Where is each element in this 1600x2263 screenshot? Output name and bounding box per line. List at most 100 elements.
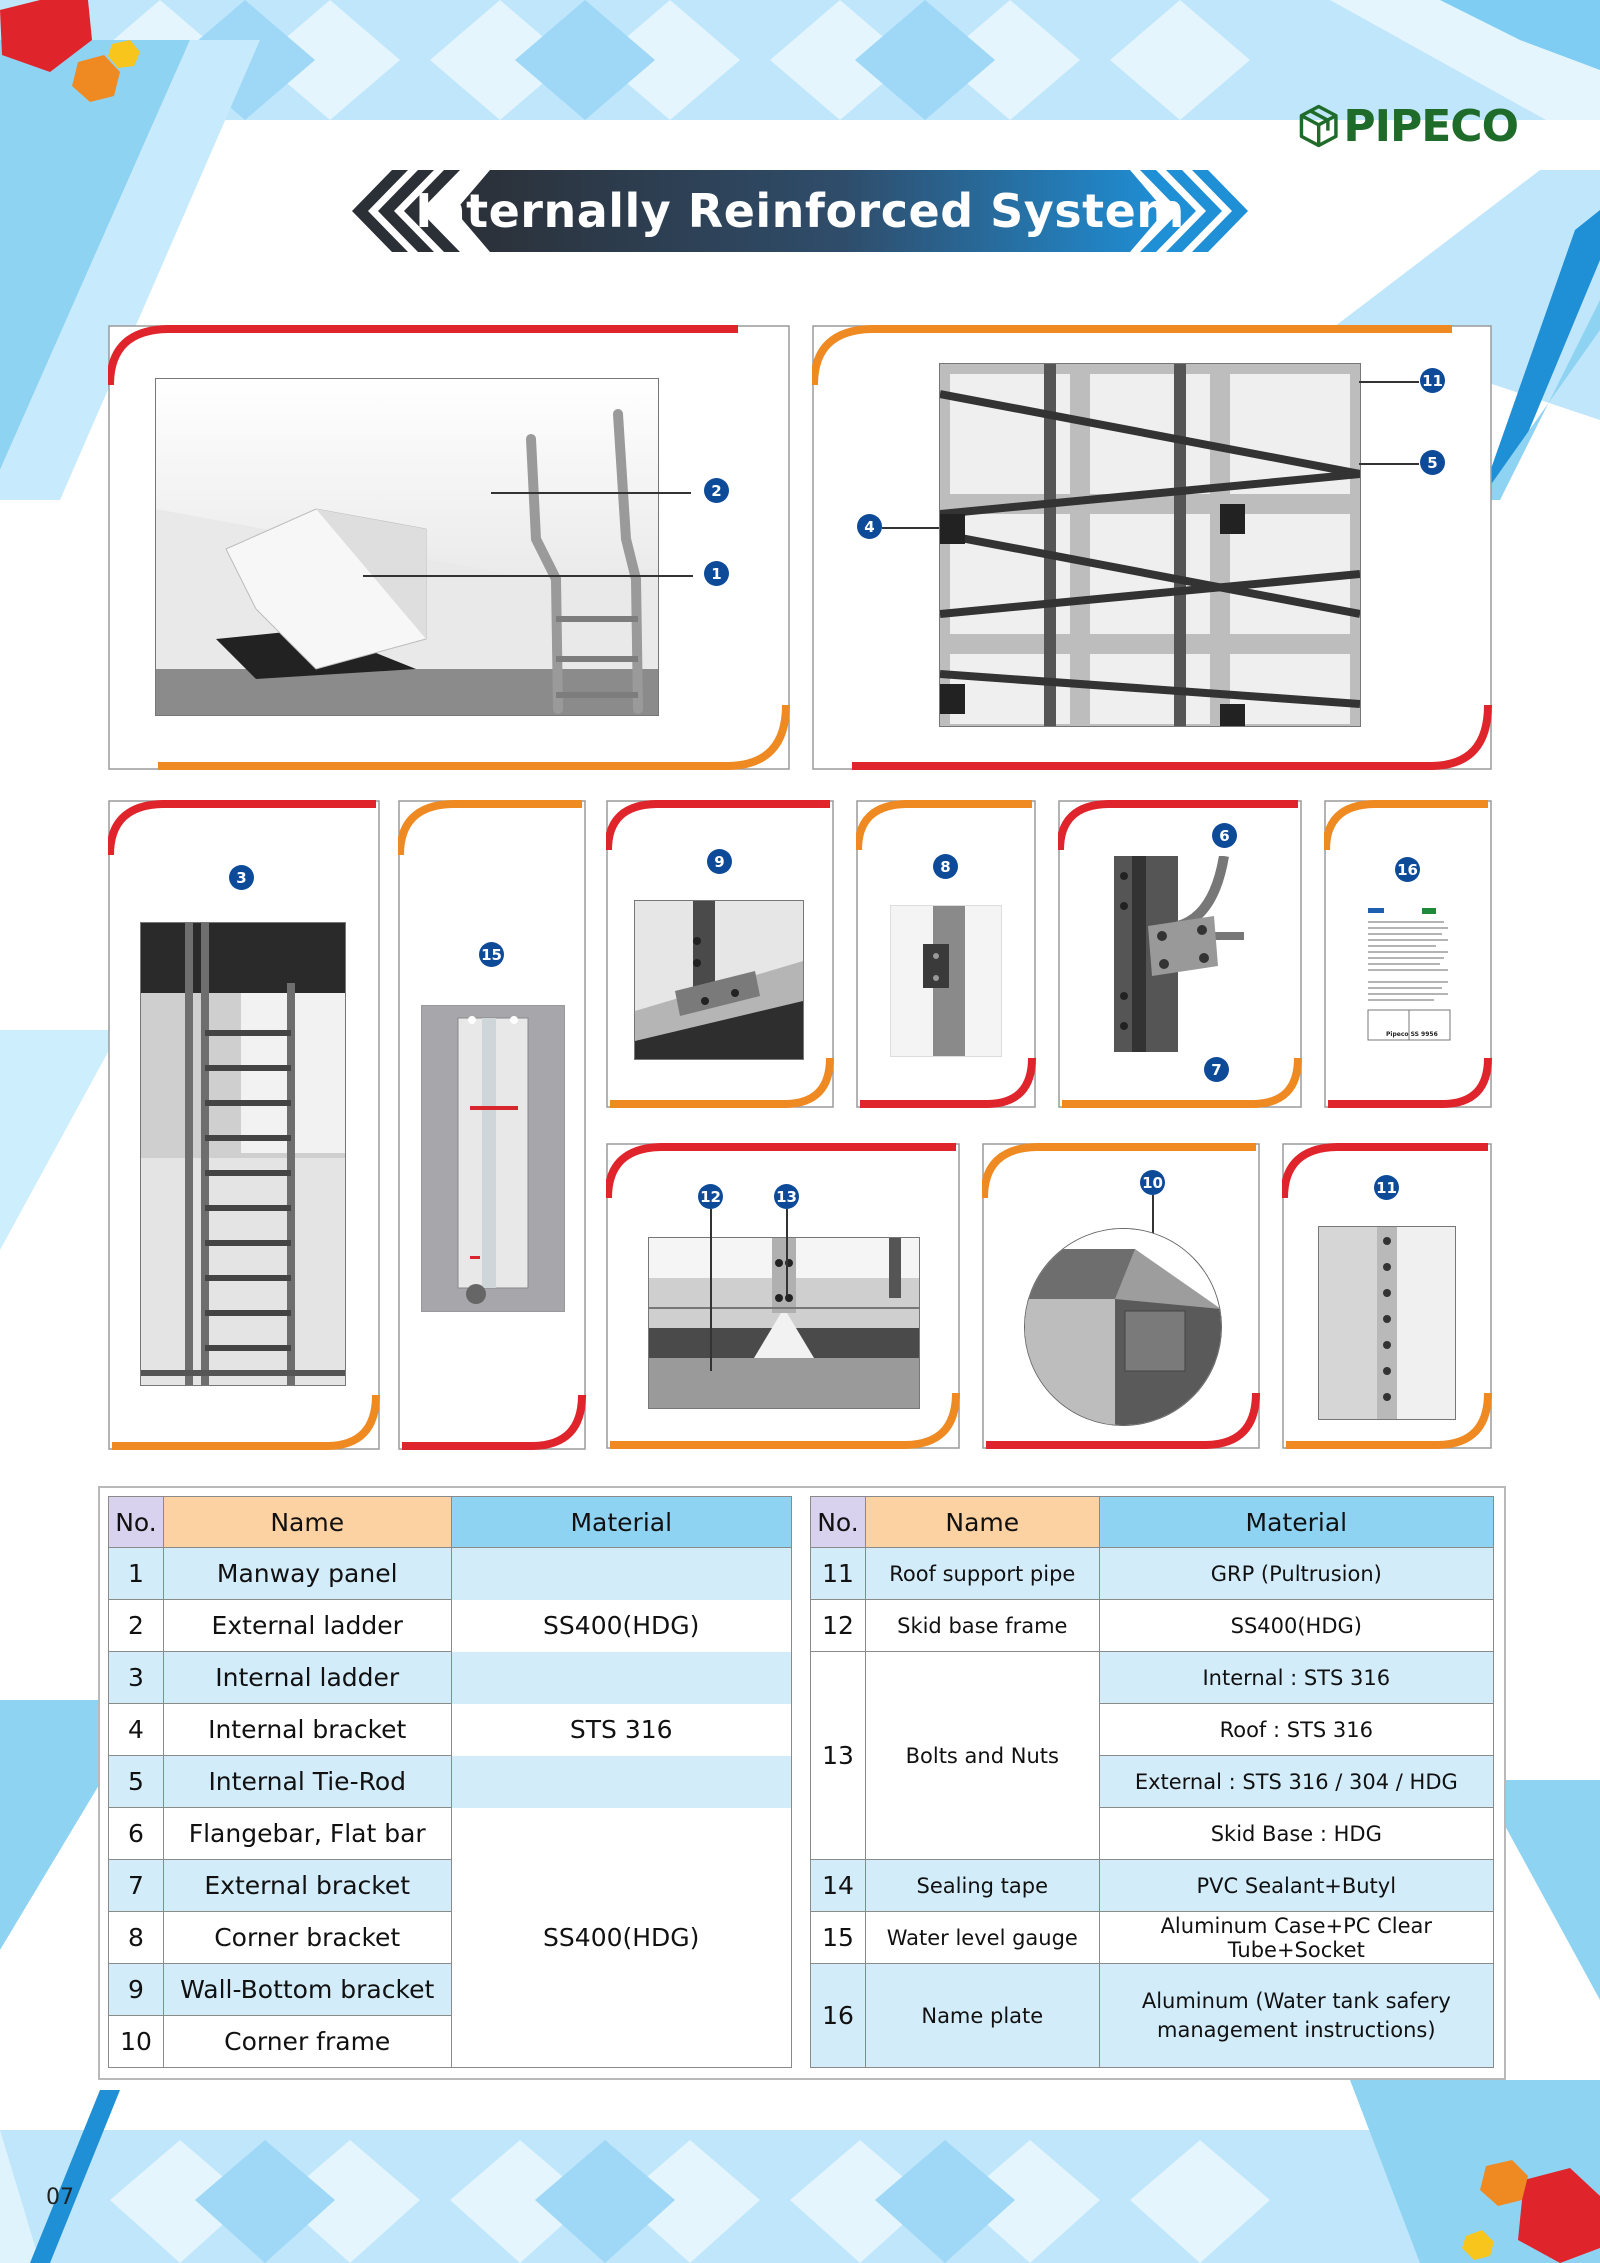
cell-no: 5 xyxy=(108,1755,164,1808)
col-header-name: Name xyxy=(864,1496,1100,1548)
table-row: 14 Sealing tape PVC Sealant+Butyl xyxy=(810,1859,1495,1912)
cell-no: 16 xyxy=(810,1963,866,2068)
col-header-no: No. xyxy=(810,1496,866,1548)
callout-badge: 1 xyxy=(704,561,729,586)
cell-name: Manway panel xyxy=(162,1547,452,1600)
panel-internal-tierod: 11 5 4 xyxy=(812,325,1492,770)
flangebar-photo xyxy=(1114,856,1244,1052)
cell-material xyxy=(450,1755,792,1808)
parts-table-left: No. Name Material 1 Manway panel 2 Exter… xyxy=(108,1496,792,2068)
cell-no: 3 xyxy=(108,1651,164,1704)
panel-name-plate: 16 Pipeco SS 9956 xyxy=(1324,800,1492,1108)
cell-no: 1 xyxy=(108,1547,164,1600)
table-row: External : STS 316 / 304 / HDG xyxy=(811,1755,1495,1808)
table-row: Roof : STS 316 xyxy=(811,1703,1495,1756)
callout-badge: 11 xyxy=(1374,1175,1399,1200)
cell-no: 12 xyxy=(810,1599,866,1652)
leader-line xyxy=(1359,381,1419,383)
callout-badge: 2 xyxy=(704,478,729,503)
panel-frame xyxy=(1324,800,1492,1108)
callout-badge: 15 xyxy=(479,942,504,967)
callout-badge: 16 xyxy=(1395,857,1420,882)
table-row: 5 Internal Tie-Rod xyxy=(108,1755,792,1808)
panel-corner-frame: 10 xyxy=(982,1143,1260,1449)
col-header-name: Name xyxy=(162,1496,452,1548)
callout-badge: 12 xyxy=(698,1184,723,1209)
pipeco-logo: PIPECO xyxy=(1298,86,1519,166)
page-title: Internally Reinforced System xyxy=(415,184,1185,238)
callout-badge: 5 xyxy=(1420,450,1445,475)
cell-no: 10 xyxy=(108,2015,164,2068)
cell-name: Bolts and Nuts xyxy=(864,1651,1100,1860)
skid-base-photo xyxy=(648,1237,920,1409)
table-row: 15 Water level gauge Aluminum Case+PC Cl… xyxy=(810,1911,1495,1964)
panel-internal-ladder: 3 xyxy=(108,800,380,1450)
cell-no: 8 xyxy=(108,1911,164,1964)
col-header-material: Material xyxy=(1098,1496,1495,1548)
material-line: Aluminum (Water tank safery xyxy=(1141,1988,1451,2013)
panel-water-level-gauge: 15 xyxy=(398,800,586,1450)
cell-no: 15 xyxy=(810,1911,866,1964)
cell-no: 7 xyxy=(108,1859,164,1912)
table-row: 3 Internal ladder xyxy=(108,1651,792,1704)
brand-name: PIPECO xyxy=(1343,100,1519,152)
table-row: 1 Manway panel xyxy=(108,1547,792,1600)
wall-bottom-bracket-photo xyxy=(634,900,804,1060)
cell-material: SS400(HDG) xyxy=(1098,1599,1495,1652)
cell-name: Wall-Bottom bracket xyxy=(162,1963,452,2016)
panel-flangebar-external-bracket: 6 7 xyxy=(1058,800,1302,1108)
cell-material: Aluminum (Water tank safery management i… xyxy=(1098,1963,1495,2068)
table-row: 13 Bolts and Nuts Internal : STS 316 xyxy=(810,1651,1495,1860)
cell-no: 11 xyxy=(810,1547,866,1600)
callout-badge: 8 xyxy=(933,854,958,879)
cell-name: Internal Tie-Rod xyxy=(162,1755,452,1808)
table-row: 16 Name plate Aluminum (Water tank safer… xyxy=(810,1963,1495,2068)
cell-no: 13 xyxy=(810,1651,866,1860)
panel-corner-bracket: 8 xyxy=(856,800,1036,1108)
leader-line xyxy=(363,575,693,577)
cell-name: Corner frame xyxy=(162,2015,452,2068)
corner-frame-photo xyxy=(1024,1228,1222,1426)
callout-badge: 6 xyxy=(1212,823,1237,848)
leader-line xyxy=(1359,463,1419,465)
cell-name: External ladder xyxy=(162,1599,452,1652)
cell-name: Flangebar, Flat bar xyxy=(162,1807,452,1860)
gauge-photo xyxy=(421,1005,565,1312)
callout-badge: 11 xyxy=(1420,368,1445,393)
cell-material: Roof : STS 316 xyxy=(1098,1703,1495,1756)
cell-material: SS400(HDG) xyxy=(450,1599,792,1652)
cell-name: Internal bracket xyxy=(162,1703,452,1756)
internal-ladder-photo xyxy=(140,922,346,1386)
table-row: 7 External bracket xyxy=(108,1859,792,1912)
col-header-material: Material xyxy=(450,1496,792,1548)
cube-logo-icon xyxy=(1299,104,1338,148)
callout-badge: 7 xyxy=(1204,1057,1229,1082)
table-row: 12 Skid base frame SS400(HDG) xyxy=(810,1599,1495,1652)
table-row: 11 Roof support pipe GRP (Pultrusion) xyxy=(810,1547,1495,1600)
table-row: 10 Corner frame xyxy=(108,2015,792,2068)
corner-bracket-photo xyxy=(890,905,1002,1057)
cell-name: Name plate xyxy=(864,1963,1100,2068)
cell-material: GRP (Pultrusion) xyxy=(1098,1547,1495,1600)
parts-table-right: No. Name Material 11 Roof support pipe G… xyxy=(810,1496,1495,2068)
tierod-photo xyxy=(939,363,1361,727)
cell-no: 4 xyxy=(108,1703,164,1756)
manway-photo xyxy=(155,378,659,716)
cell-material xyxy=(450,1651,792,1704)
cell-no: 14 xyxy=(810,1859,866,1912)
table-row: 4 Internal bracket STS 316 xyxy=(108,1703,792,1756)
table-row: 9 Wall-Bottom bracket xyxy=(108,1963,792,2016)
panel-wall-bottom-bracket: 9 xyxy=(606,800,834,1108)
leader-line xyxy=(1152,1195,1154,1263)
cell-material xyxy=(450,1547,792,1600)
cell-no: 9 xyxy=(108,1963,164,2016)
cell-material: External : STS 316 / 304 / HDG xyxy=(1098,1755,1495,1808)
callout-badge: 13 xyxy=(774,1184,799,1209)
leader-line xyxy=(786,1209,788,1295)
cell-material: Skid Base : HDG xyxy=(1098,1807,1495,1860)
col-header-no: No. xyxy=(108,1496,164,1548)
cell-material: STS 316 xyxy=(450,1703,792,1756)
callout-badge: 4 xyxy=(857,514,882,539)
cell-material: SS400(HDG) xyxy=(450,1807,792,2068)
